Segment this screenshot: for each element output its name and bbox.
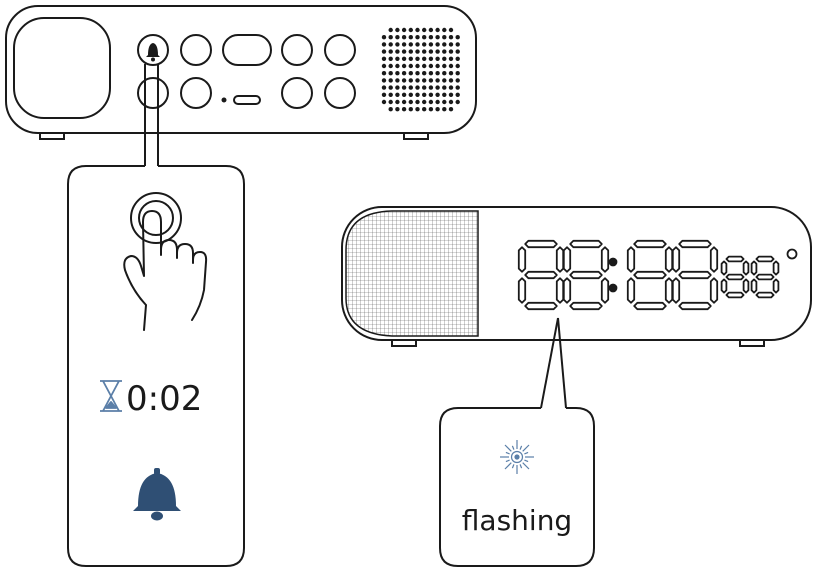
digit-4-seg-a: [678, 239, 712, 249]
small-digit-2-seg-g: [755, 273, 775, 281]
small-digit-2-seg-d: [755, 291, 775, 299]
digit-1-seg-g: [524, 270, 558, 280]
colon-dot-top: [608, 257, 618, 267]
digit-3-seg-c: [664, 277, 674, 304]
digit-2-seg-d: [569, 301, 603, 311]
small-digit-2-seg-b: [772, 260, 780, 276]
hourglass-icon: [100, 380, 122, 412]
top-device-display-window: [13, 17, 111, 119]
digit-4-seg-d: [678, 301, 712, 311]
digit-4-seg-b: [709, 246, 719, 273]
top-button-5[interactable]: [324, 34, 356, 66]
colon-dot-bottom: [608, 283, 618, 293]
small-digit-1-seg-a: [725, 255, 745, 263]
top-button-9[interactable]: [281, 77, 313, 109]
digit-3-seg-b: [664, 246, 674, 273]
small-digit-1-seg-b: [742, 260, 750, 276]
top-button-10[interactable]: [324, 77, 356, 109]
digit-1-seg-c: [555, 277, 565, 304]
digit-2-seg-a: [569, 239, 603, 249]
digit-2-seg-g: [569, 270, 603, 280]
digit-1-seg-a: [524, 239, 558, 249]
top-device-body: [5, 5, 477, 134]
top-button-4[interactable]: [281, 34, 313, 66]
flashing-callout-box: [439, 407, 595, 567]
seven-segment-display: [517, 239, 780, 311]
front-device: [341, 206, 812, 347]
small-digit-1-seg-d: [725, 291, 745, 299]
front-device-body: [341, 206, 812, 341]
digit-2-seg-b: [600, 246, 610, 273]
top-button-2[interactable]: [180, 34, 212, 66]
digit-4-seg-f: [671, 246, 681, 273]
digit-3-seg-f: [626, 246, 636, 273]
flashing-label: flashing: [462, 504, 572, 537]
digit-2-seg-e: [562, 277, 572, 304]
digit-2-seg-f: [562, 246, 572, 273]
small-digit-1-seg-f: [720, 260, 728, 276]
small-digit-2-seg-c: [772, 278, 780, 294]
bell-icon: [146, 43, 160, 62]
digit-1-seg-d: [524, 301, 558, 311]
front-device-foot-left: [391, 340, 417, 347]
top-device: [5, 5, 477, 140]
top-device-foot-right: [403, 133, 429, 140]
digit-3-seg-g: [633, 270, 667, 280]
top-device-foot-left: [39, 133, 65, 140]
top-button-6[interactable]: [137, 77, 169, 109]
indicator-dot: [221, 97, 227, 103]
degree-symbol: [786, 248, 798, 260]
front-device-foot-right: [739, 340, 765, 347]
speaker-grill-dots: [381, 27, 460, 112]
top-pill-button[interactable]: [222, 34, 272, 66]
digit-4-seg-c: [709, 277, 719, 304]
small-digit-1-seg-g: [725, 273, 745, 281]
digit-1-seg-e: [517, 277, 527, 304]
digit-3-seg-e: [626, 277, 636, 304]
front-speaker-grill: [345, 210, 479, 337]
flashing-callout: [439, 317, 595, 567]
digit-3-seg-d: [633, 301, 667, 311]
top-button-7[interactable]: [180, 77, 212, 109]
timer-value: 0:02: [126, 379, 202, 419]
small-digit-2-seg-f: [750, 260, 758, 276]
digit-4-seg-e: [671, 277, 681, 304]
timer-callout: [67, 64, 245, 567]
alarm-bell-icon: [133, 468, 181, 521]
digit-4-seg-g: [678, 270, 712, 280]
top-bell-button[interactable]: [137, 34, 169, 66]
timer-callout-box: [67, 165, 245, 567]
callout2-pointer-right-line: [557, 317, 567, 409]
small-digit-2-seg-a: [755, 255, 775, 263]
digit-2-seg-c: [600, 277, 610, 304]
small-digit-1-seg-c: [742, 278, 750, 294]
small-digit-2-seg-e: [750, 278, 758, 294]
digit-1-seg-b: [555, 246, 565, 273]
usb-port: [233, 95, 261, 105]
small-digit-1-seg-e: [720, 278, 728, 294]
callout2-pointer-left-line: [540, 317, 559, 409]
digit-1-seg-f: [517, 246, 527, 273]
digit-3-seg-a: [633, 239, 667, 249]
flash-burst-icon: [500, 440, 534, 474]
finger-press-icon: [123, 192, 208, 331]
